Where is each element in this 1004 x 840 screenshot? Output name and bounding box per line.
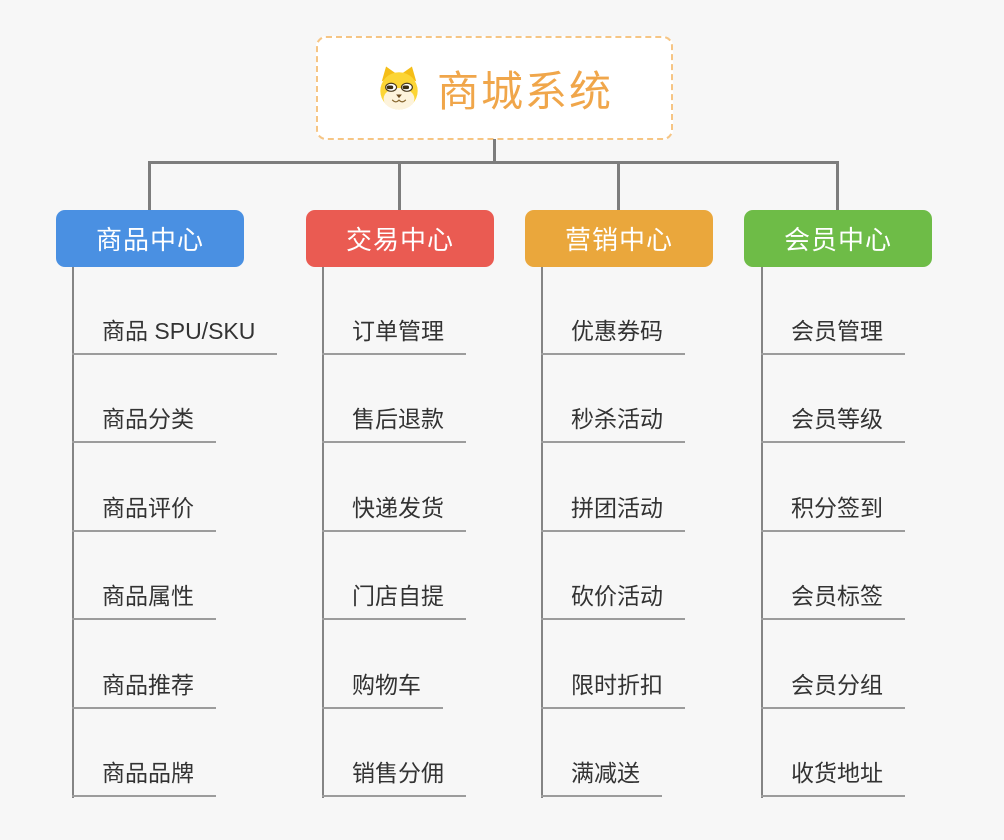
connector-column-line	[541, 267, 543, 798]
leaf-node[interactable]: 积分签到	[761, 494, 905, 532]
leaf-node[interactable]: 商品分类	[72, 405, 216, 443]
leaf-node[interactable]: 满减送	[541, 759, 662, 797]
branch-column-marketing: 优惠券码 秒杀活动 拼团活动 砍价活动 限时折扣 满减送	[541, 266, 685, 797]
branch-node-member-center[interactable]: 会员中心	[744, 210, 932, 267]
leaf-node[interactable]: 会员管理	[761, 317, 905, 355]
leaf-node[interactable]: 商品推荐	[72, 671, 216, 709]
leaf-node[interactable]: 收货地址	[761, 759, 905, 797]
branch-node-product-center[interactable]: 商品中心	[56, 210, 244, 267]
branch-column-member: 会员管理 会员等级 积分签到 会员标签 会员分组 收货地址	[761, 266, 905, 797]
leaf-node[interactable]: 优惠券码	[541, 317, 685, 355]
leaf-node[interactable]: 会员标签	[761, 582, 905, 620]
connector-root-stem	[493, 139, 496, 163]
leaf-node[interactable]: 订单管理	[322, 317, 466, 355]
leaf-node[interactable]: 拼团活动	[541, 494, 685, 532]
connector-drop	[836, 161, 839, 211]
branch-column-trade: 订单管理 售后退款 快递发货 门店自提 购物车 销售分佣	[322, 266, 466, 797]
leaf-node[interactable]: 会员分组	[761, 671, 905, 709]
root-node[interactable]: 商城系统	[316, 36, 673, 140]
leaf-node[interactable]: 售后退款	[322, 405, 466, 443]
branch-node-trade-center[interactable]: 交易中心	[306, 210, 494, 267]
doge-icon	[376, 65, 422, 111]
connector-drop	[148, 161, 151, 211]
leaf-node[interactable]: 商品评价	[72, 494, 216, 532]
leaf-node[interactable]: 商品属性	[72, 582, 216, 620]
connector-column-line	[72, 267, 74, 798]
connector-column-line	[322, 267, 324, 798]
leaf-node[interactable]: 砍价活动	[541, 582, 685, 620]
leaf-node[interactable]: 限时折扣	[541, 671, 685, 709]
leaf-node[interactable]: 购物车	[322, 671, 443, 709]
leaf-node[interactable]: 门店自提	[322, 582, 466, 620]
leaf-node[interactable]: 销售分佣	[322, 759, 466, 797]
leaf-node[interactable]: 商品 SPU/SKU	[72, 317, 278, 355]
connector-drop	[398, 161, 401, 211]
leaf-node[interactable]: 会员等级	[761, 405, 905, 443]
leaf-node[interactable]: 商品品牌	[72, 759, 216, 797]
branch-node-marketing-center[interactable]: 营销中心	[525, 210, 713, 267]
leaf-node[interactable]: 秒杀活动	[541, 405, 685, 443]
branch-column-product: 商品 SPU/SKU 商品分类 商品评价 商品属性 商品推荐 商品品牌	[72, 266, 278, 797]
connector-rail	[148, 161, 839, 164]
leaf-node[interactable]: 快递发货	[322, 494, 466, 532]
connector-column-line	[761, 267, 763, 798]
connector-drop	[617, 161, 620, 211]
root-title: 商城系统	[436, 67, 613, 115]
